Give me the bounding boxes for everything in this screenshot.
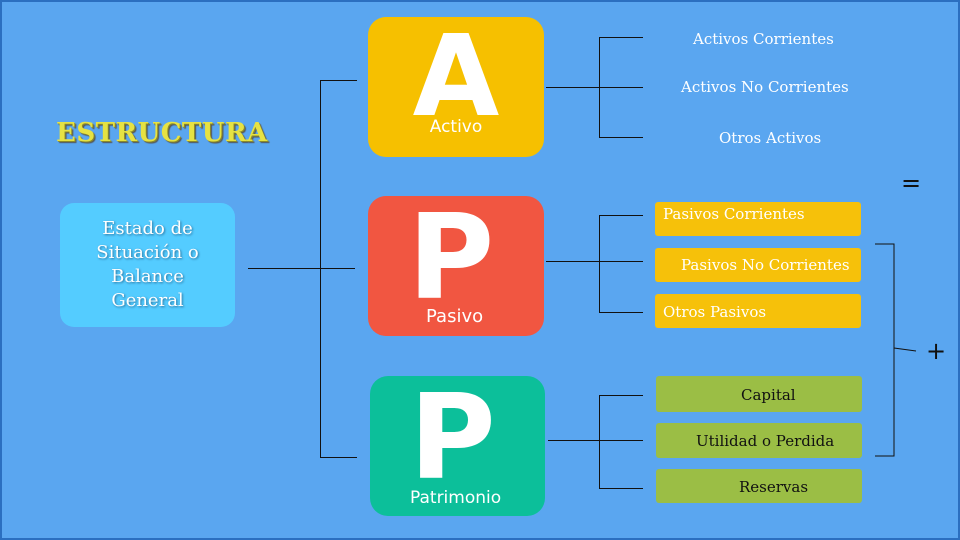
activo-label: Activo bbox=[429, 117, 483, 137]
estado-situacion-label: Estado de Situación o Balance General bbox=[96, 218, 199, 311]
connector bbox=[248, 268, 355, 269]
patrimonio-item: Reservas bbox=[656, 469, 862, 503]
pasivo-item: Pasivos Corrientes bbox=[655, 202, 861, 236]
patrimonio-tile: P Patrimonio bbox=[370, 376, 545, 516]
pasivo-label: Pasivo bbox=[426, 306, 484, 327]
connector bbox=[599, 261, 643, 262]
equals-sign: = bbox=[901, 169, 922, 197]
activo-item: Activos Corrientes bbox=[693, 30, 834, 48]
activo-item: Otros Activos bbox=[719, 129, 822, 147]
connector bbox=[546, 261, 599, 262]
connector bbox=[599, 215, 643, 216]
patrimonio-item: Capital bbox=[656, 376, 862, 412]
slide-title: ESTRUCTURA bbox=[56, 118, 268, 148]
pasivo-tile: P Pasivo bbox=[368, 196, 544, 336]
connector bbox=[320, 80, 321, 458]
pasivo-item: Otros Pasivos bbox=[655, 294, 861, 328]
patrimonio-letter: P bbox=[409, 376, 496, 506]
connector bbox=[599, 215, 600, 313]
pasivo-item: Pasivos No Corrientes bbox=[655, 248, 861, 282]
connector bbox=[599, 395, 600, 489]
activo-letter: A bbox=[412, 17, 500, 142]
connector bbox=[599, 37, 643, 38]
estado-situacion-box: Estado de Situación o Balance General bbox=[60, 203, 235, 327]
connector bbox=[599, 395, 643, 396]
connector bbox=[320, 80, 357, 81]
plus-tick bbox=[893, 347, 917, 352]
pasivo-letter: P bbox=[407, 196, 495, 326]
connector bbox=[599, 137, 643, 138]
activo-tile: A Activo bbox=[368, 17, 544, 157]
bracket bbox=[875, 243, 895, 457]
connector bbox=[546, 87, 599, 88]
connector bbox=[599, 87, 643, 88]
activo-item: Activos No Corrientes bbox=[681, 78, 849, 96]
connector bbox=[599, 440, 643, 441]
connector bbox=[320, 457, 357, 458]
connector bbox=[548, 440, 599, 441]
plus-sign: + bbox=[926, 337, 947, 365]
connector bbox=[599, 488, 643, 489]
patrimonio-item: Utilidad o Perdida bbox=[656, 423, 862, 458]
connector bbox=[599, 312, 643, 313]
patrimonio-label: Patrimonio bbox=[410, 488, 502, 508]
